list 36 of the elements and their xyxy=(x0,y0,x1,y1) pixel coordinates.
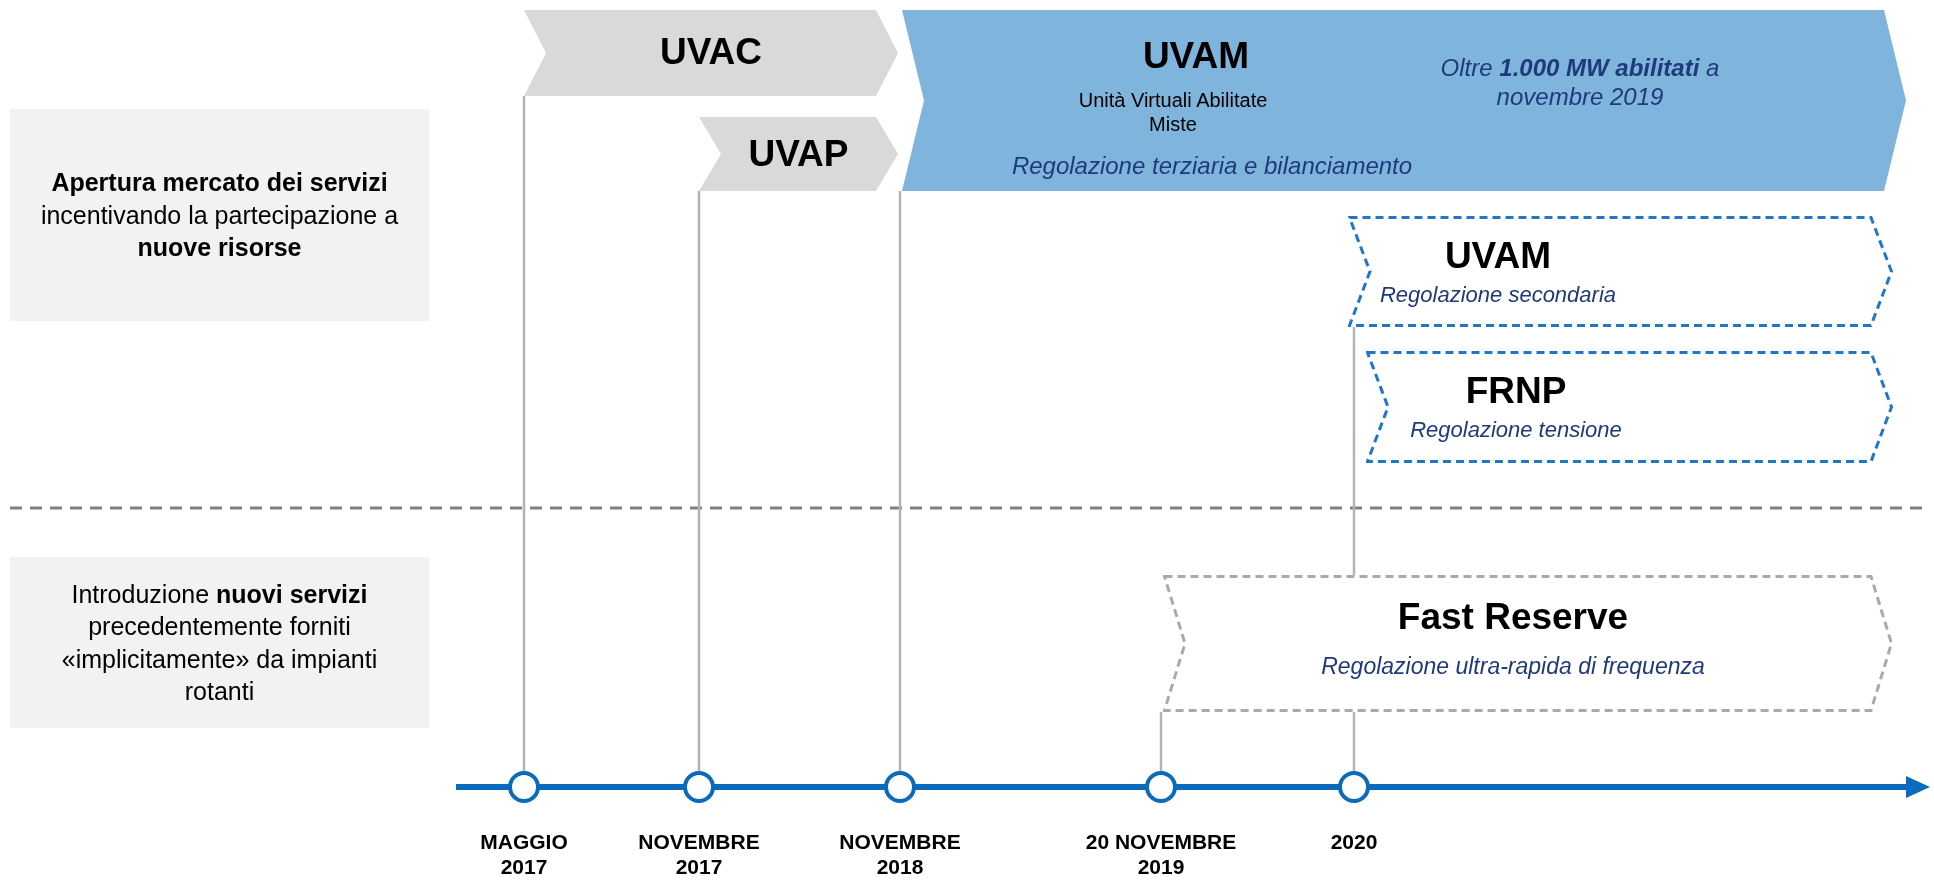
timeline-marker xyxy=(1338,771,1370,803)
timeline-marker xyxy=(508,771,540,803)
connector-line xyxy=(898,191,902,771)
chevron-banner xyxy=(902,10,1906,191)
date-label: 20 NOVEMBRE 2019 xyxy=(1084,829,1238,880)
connector-line xyxy=(1159,712,1163,771)
category-text: Introduzione nuovi servizi precedentemente forniti «implicitamente» da impianti rotanti xyxy=(60,578,379,707)
date-label: NOVEMBRE 2017 xyxy=(637,829,761,880)
timeline-marker xyxy=(1145,771,1177,803)
connector-line xyxy=(697,191,701,771)
chevron-banner xyxy=(1163,575,1893,712)
stage-title: UVAM xyxy=(1443,234,1553,278)
category-text: Apertura mercato dei servizi incentivando la partecipazione a nuove risorse xyxy=(39,167,400,264)
chevron-banner xyxy=(1348,216,1893,327)
stage-title: UVAP xyxy=(747,132,850,176)
stage-title: UVAM xyxy=(1141,34,1251,78)
stage-title: UVAC xyxy=(658,30,764,74)
service-description: Regolazione secondaria xyxy=(1378,282,1618,309)
chevron-banner xyxy=(1366,351,1893,463)
service-description: Regolazione tensione xyxy=(1409,417,1623,444)
connector-line xyxy=(522,96,526,771)
connector-line xyxy=(1352,327,1356,575)
service-description: Regolazione ultra-rapida di frequenza xyxy=(1320,653,1706,681)
date-label: MAGGIO 2017 xyxy=(479,829,569,880)
connector-line xyxy=(1352,712,1356,771)
date-label: 2020 xyxy=(1329,829,1379,855)
date-label: NOVEMBRE 2018 xyxy=(838,829,962,880)
stage-title: Fast Reserve xyxy=(1396,595,1630,639)
timeline-marker xyxy=(683,771,715,803)
stage-subtitle: Unità Virtuali Abilitate Miste xyxy=(1077,88,1269,136)
capacity-note: Oltre 1.000 MW abilitati a novembre 2019 xyxy=(1439,54,1721,112)
service-description: Regolazione terziaria e bilanciamento xyxy=(1010,152,1414,181)
timeline-marker xyxy=(884,771,916,803)
chevron-banner xyxy=(524,10,898,96)
stage-title: FRNP xyxy=(1464,369,1568,413)
chevron-banner xyxy=(699,117,898,191)
